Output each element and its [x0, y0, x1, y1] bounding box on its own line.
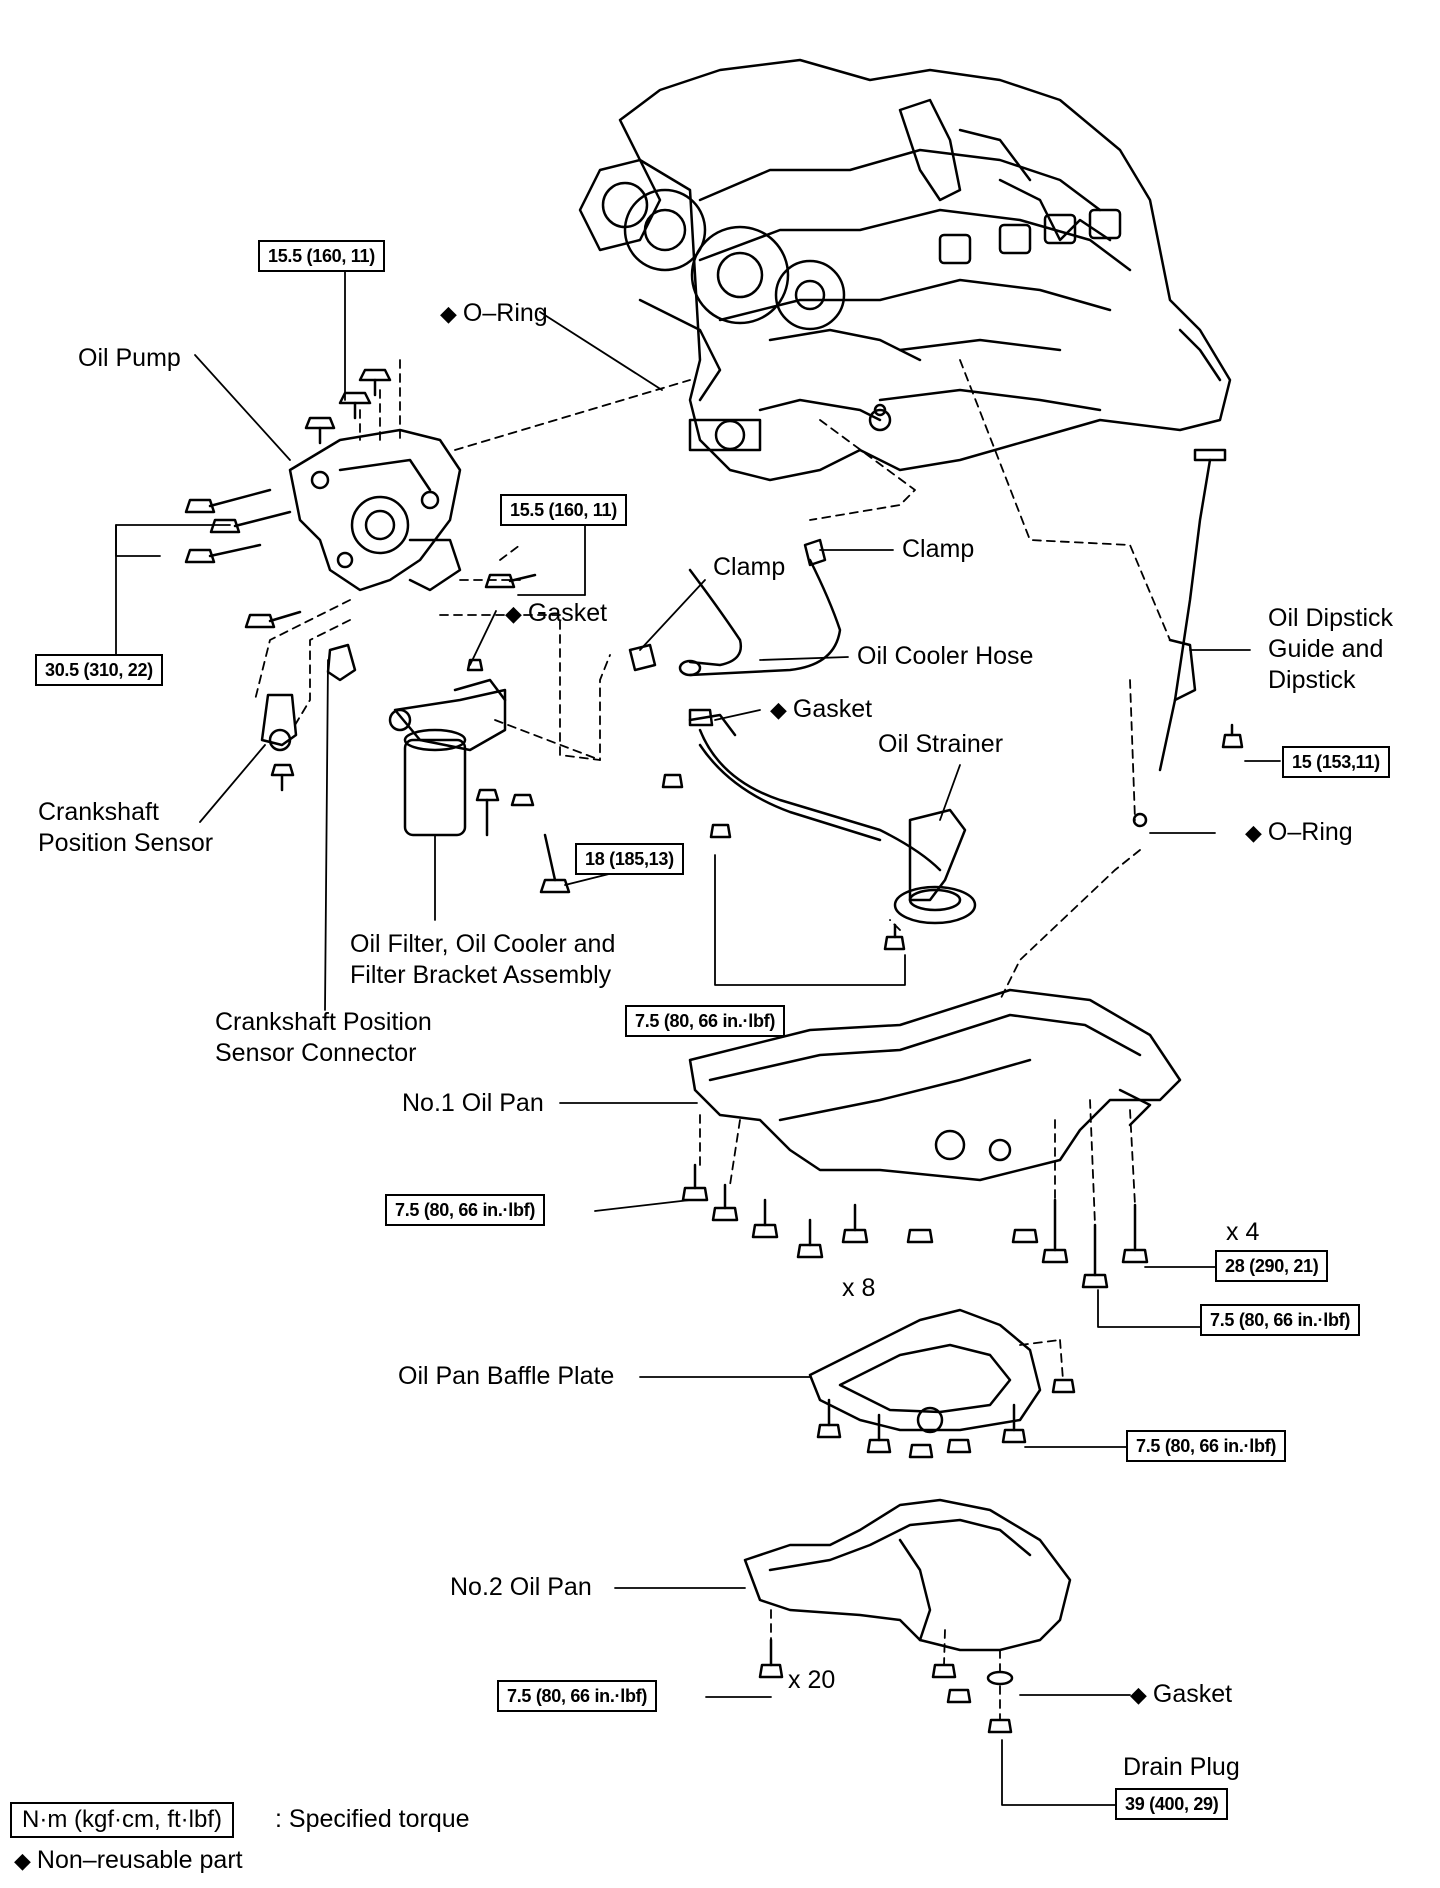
oil-strainer-part [661, 708, 977, 951]
legend-nonreusable: ◆Non–reusable part [14, 1846, 243, 1874]
torque-pan1-right: 7.5 (80, 66 in.·lbf) [1200, 1304, 1361, 1336]
legend-torque-text: : Specified torque [275, 1805, 470, 1833]
no1-oil-pan-part [688, 988, 1182, 1182]
torque-pump-mid: 15.5 (160, 11) [500, 494, 627, 526]
torque-pump-left: 30.5 (310, 22) [35, 654, 163, 686]
o-ring-dipstick-label: ◆O–Ring [1245, 818, 1353, 846]
legend-torque-box: N·m (kgf·cm, ft·lbf) [10, 1802, 234, 1838]
torque-pan2: 7.5 (80, 66 in.·lbf) [497, 1680, 658, 1712]
torque-baffle: 7.5 (80, 66 in.·lbf) [1126, 1430, 1287, 1462]
no2-oil-pan-part [743, 1498, 1072, 1652]
baffle-plate-part [808, 1308, 1076, 1459]
count-x20: x 20 [788, 1666, 836, 1694]
pump-bolts [184, 368, 537, 629]
oil-pump-label: Oil Pump [78, 344, 181, 372]
count-x8: x 8 [842, 1274, 876, 1302]
torque-strainer: 7.5 (80, 66 in.·lbf) [625, 1005, 786, 1037]
o-ring-top-label: ◆O–Ring [440, 299, 548, 327]
count-x4: x 4 [1226, 1218, 1260, 1246]
clamp-right-label: Clamp [902, 535, 975, 563]
torque-filter-bolt: 18 (185,13) [575, 843, 684, 875]
oil-dipstick-label: Oil Dipstick Guide and Dipstick [1268, 604, 1394, 694]
assembly-lines [254, 359, 1171, 1721]
oil-strainer-label: Oil Strainer [878, 730, 1004, 758]
baffle-plate-label: Oil Pan Baffle Plate [398, 1362, 615, 1390]
oil-pump-part [288, 428, 462, 592]
oil-cooler-hose-part [628, 538, 842, 677]
crankshaft-connector-label: Crankshaft Position Sensor Connector [215, 1008, 432, 1067]
leader-lines [115, 249, 1281, 1806]
gasket-drain-label: ◆Gasket [1130, 1680, 1233, 1708]
torque-pan1-left: 7.5 (80, 66 in.·lbf) [385, 1194, 546, 1226]
torque-drain: 39 (400, 29) [1115, 1788, 1229, 1820]
pan1-bolts [681, 1163, 1149, 1289]
engine-block [578, 58, 1232, 482]
gasket-strainer-label: ◆Gasket [770, 695, 873, 723]
drain-plug-label: Drain Plug [1123, 1753, 1240, 1781]
dipstick-part [1132, 448, 1244, 828]
oil-filter-label: Oil Filter, Oil Cooler and Filter Bracke… [350, 930, 616, 989]
torque-dipstick: 15 (153,11) [1282, 746, 1390, 778]
torque-pan1-x4: 28 (290, 21) [1215, 1250, 1329, 1282]
crankshaft-sensor-label: Crankshaft Position Sensor [38, 798, 214, 857]
oil-cooler-hose-label: Oil Cooler Hose [857, 642, 1034, 670]
oil-filter-part [388, 658, 571, 894]
gasket-pump-label: ◆Gasket [505, 599, 608, 627]
non-reusable-marker: ◆ [440, 301, 457, 326]
torque-pump-top: 15.5 (160, 11) [258, 240, 385, 272]
no2-oil-pan-label: No.2 Oil Pan [450, 1573, 592, 1601]
crankshaft-sensor-part [260, 643, 357, 792]
no1-oil-pan-label: No.1 Oil Pan [402, 1089, 544, 1117]
clamp-left-label: Clamp [713, 553, 786, 581]
